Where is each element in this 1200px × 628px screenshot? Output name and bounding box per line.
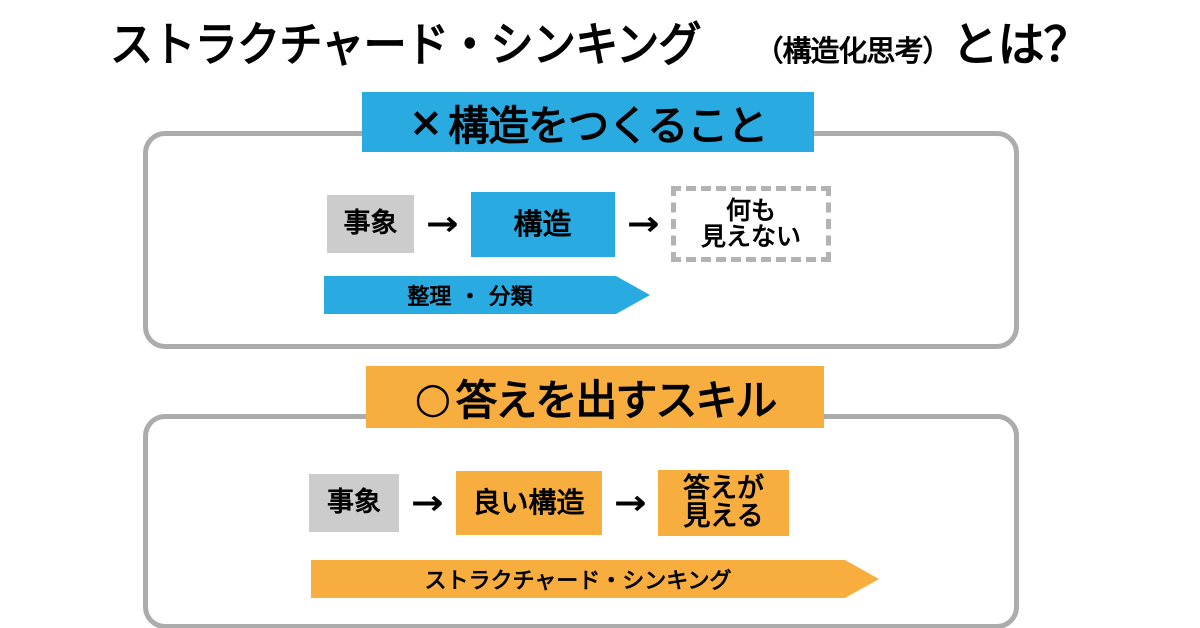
chevron-banner-skill-label: ストラクチャード・シンキング <box>424 569 732 594</box>
node-phenomenon-skill: 事象 <box>309 474 399 532</box>
chevron-banner-structure: 整理 ・ 分類 <box>324 276 650 314</box>
node-label-line1: 答えが <box>683 472 764 504</box>
section-banner-skill: ○ 答えを出すスキル <box>366 366 824 428</box>
node-good-structure: 良い構造 <box>455 471 602 535</box>
node-phenomenon-structure: 事象 <box>327 195 414 253</box>
chevron-banner-structure-label: 整理 ・ 分類 <box>407 285 533 310</box>
section-banner-structure-label: 構造をつくること <box>448 102 768 150</box>
section-banner-structure: × 構造をつくること <box>362 92 814 152</box>
section-banner-skill-label: 答えを出すスキル <box>455 375 777 425</box>
node-label-line2: 見えない <box>700 222 801 251</box>
node-nothing-visible: 何も 見えない <box>671 186 831 262</box>
node-structure: 構造 <box>470 191 615 257</box>
cross-mark-icon: × <box>408 98 443 146</box>
node-label: 構造 <box>513 206 572 241</box>
node-label: 事象 <box>327 486 381 518</box>
arrow-right-icon: → <box>626 204 660 244</box>
circle-mark-icon: ○ <box>414 372 452 422</box>
chevron-banner-skill: ストラクチャード・シンキング <box>311 560 879 598</box>
node-label-line1: 何も <box>725 196 776 225</box>
page-title-parenthetical: （構造化思考） <box>754 34 952 68</box>
page-title-question: とは？ <box>951 18 1091 73</box>
node-answer-visible: 答えが 見える <box>658 470 789 536</box>
node-label-line2: 見える <box>683 501 764 532</box>
page-title: ストラクチャード・シンキング （構造化思考） とは？ <box>0 6 1200 75</box>
arrow-right-icon: → <box>410 483 444 523</box>
arrow-right-icon: → <box>613 483 647 523</box>
arrow-right-icon: → <box>425 204 459 244</box>
flow-row-skill: 事象 → 良い構造 → 答えが 見える <box>309 470 789 536</box>
flow-row-structure: 事象 → 構造 → 何も 見えない <box>327 186 831 262</box>
node-label: 事象 <box>343 207 398 239</box>
node-label: 良い構造 <box>472 486 585 520</box>
page-title-main: ストラクチャード・シンキング <box>110 18 702 73</box>
